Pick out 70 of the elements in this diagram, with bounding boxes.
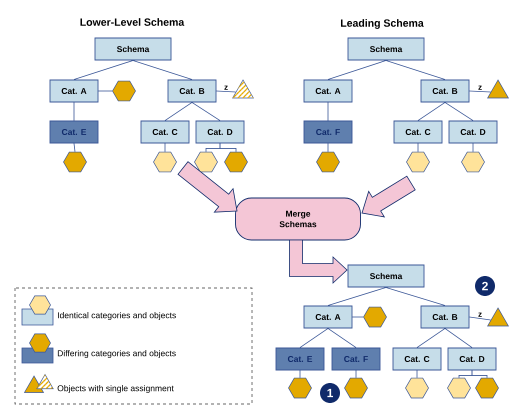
connector-line — [416, 370, 418, 378]
object-hexagon — [461, 152, 485, 172]
connector-line — [216, 90, 236, 92]
connector-line — [220, 143, 236, 152]
block-arrow — [361, 176, 416, 218]
connector-line — [352, 316, 364, 318]
object-hexagon — [405, 378, 429, 398]
category-box: Cat. D — [196, 120, 244, 144]
heading: Lower-Level Schema — [80, 18, 184, 26]
callout-number: 1 — [320, 383, 340, 403]
category-box: Cat. B — [168, 80, 216, 102]
connector-line — [328, 328, 356, 348]
object-hexagon — [153, 152, 177, 172]
object-hexagon — [63, 152, 87, 172]
object-hexagon — [344, 378, 368, 398]
object-hexagon — [316, 152, 340, 172]
connector-line — [416, 328, 446, 348]
connector-line — [164, 102, 192, 121]
connector-line — [300, 328, 328, 348]
category-box: Cat. C — [392, 348, 442, 370]
connector-line — [74, 143, 76, 152]
callout-number: 2 — [475, 276, 495, 296]
schema-box: Schema — [94, 38, 172, 60]
connector-line — [164, 143, 166, 152]
object-hexagon — [194, 152, 218, 172]
category-box: Cat. D — [448, 120, 498, 144]
connector-line — [328, 287, 386, 306]
category-box: Cat. A — [50, 80, 98, 102]
connector-line — [472, 143, 474, 152]
connector-line — [444, 328, 472, 348]
schema-box: Schema — [348, 264, 424, 288]
connector-line — [192, 102, 220, 121]
object-hexagon — [112, 80, 136, 102]
category-box: Cat. A — [304, 306, 352, 328]
category-box: Cat. E — [50, 120, 98, 144]
connector-line — [386, 287, 446, 306]
connector-line — [328, 60, 386, 80]
legend-text: Objects with single assignment — [58, 385, 174, 393]
category-box: Cat. F — [332, 348, 380, 370]
edge-label: z — [478, 86, 482, 90]
schema-box: Schema — [348, 38, 424, 60]
legend-text: Identical categories and objects — [58, 312, 176, 320]
block-arrow — [289, 240, 348, 284]
category-box: Cat. D — [448, 348, 496, 370]
object-hexagon — [288, 378, 312, 398]
connector-line — [418, 102, 446, 121]
process-box: Merge Schemas — [235, 198, 361, 240]
connector-line — [469, 90, 492, 92]
category-box: Cat. A — [304, 80, 352, 102]
connector-line — [74, 60, 134, 80]
category-box: Cat. E — [276, 348, 324, 370]
category-box: Cat. C — [394, 120, 442, 144]
connector-line — [98, 90, 112, 92]
object-hexagon — [475, 378, 499, 398]
legend-text: Differing categories and objects — [58, 350, 176, 358]
connector-line — [469, 316, 492, 320]
object-hexagon — [447, 378, 471, 398]
category-box: Cat. B — [420, 80, 470, 102]
category-box: Cat. B — [420, 306, 470, 328]
connector-line — [132, 60, 192, 80]
object-hexagon — [406, 152, 430, 172]
object-hexagon — [363, 306, 387, 328]
connector-line — [386, 60, 446, 80]
connector-line — [472, 370, 488, 378]
object-hexagon — [224, 152, 248, 172]
category-box: Cat. C — [140, 120, 190, 144]
category-box: Cat. F — [304, 120, 352, 144]
edge-label: z — [224, 86, 228, 90]
edge-label: z — [478, 312, 482, 317]
connector-line — [444, 102, 474, 121]
